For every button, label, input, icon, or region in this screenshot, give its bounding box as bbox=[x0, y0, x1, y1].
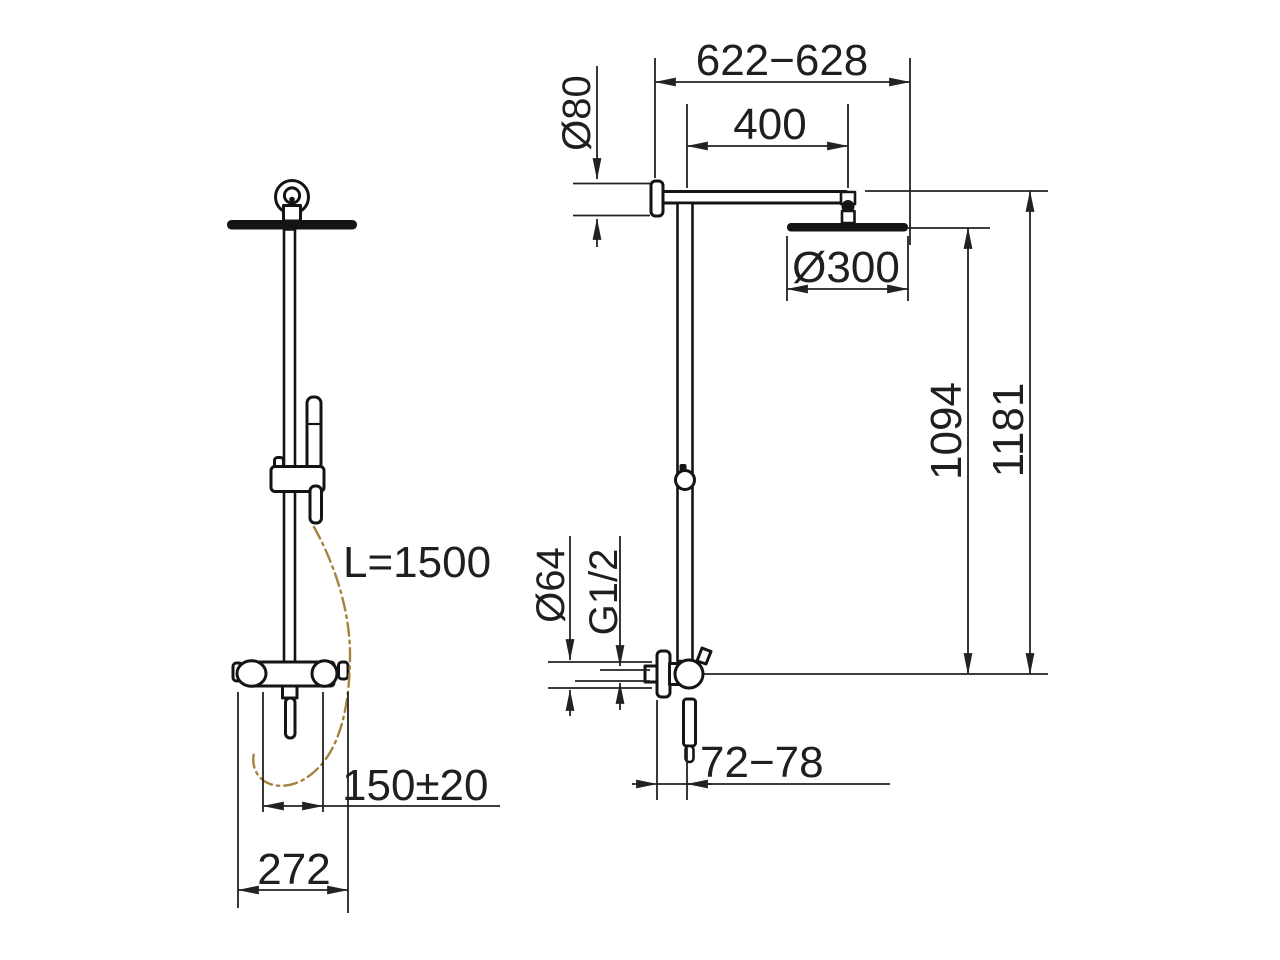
head-stem-side bbox=[840, 209, 856, 225]
hand-shower-hose-curve bbox=[252, 525, 352, 787]
label-wall-flange-diameter: Ø80 bbox=[555, 75, 599, 151]
dim-top-span: 622−628 bbox=[654, 36, 911, 245]
dim-head-diameter: Ø300 bbox=[786, 236, 909, 301]
ball-joint-inner-ring bbox=[282, 186, 302, 205]
label-head-diameter: Ø300 bbox=[792, 243, 900, 292]
hand-shower-handle-front bbox=[308, 484, 323, 525]
shower-head-side bbox=[787, 223, 908, 232]
dim-thread: G1/2 bbox=[575, 536, 650, 710]
dim-wall-offset: 72−78 bbox=[632, 700, 890, 800]
label-supply-spacing: 150±20 bbox=[342, 761, 489, 810]
outlet-connector bbox=[281, 684, 299, 700]
front-view-dimensions: 150±20 272 L=1500 bbox=[237, 538, 500, 913]
label-mixer-width: 272 bbox=[257, 845, 330, 894]
dim-valve-flange-diameter: Ø64 bbox=[529, 536, 652, 716]
mixer-handle-right bbox=[310, 659, 339, 688]
label-valve-flange-diameter: Ø64 bbox=[529, 547, 573, 623]
dim-height-to-arm: 1181 bbox=[865, 190, 1048, 675]
ball-joint-center bbox=[289, 196, 295, 203]
front-view bbox=[227, 179, 357, 787]
shower-head-front bbox=[227, 220, 357, 230]
label-arm-length: 400 bbox=[733, 100, 806, 149]
label-height-to-head: 1094 bbox=[922, 382, 971, 480]
dim-wall-flange-diameter: Ø80 bbox=[555, 66, 650, 247]
side-view bbox=[643, 179, 1048, 764]
mixer-handle-left bbox=[235, 659, 268, 688]
hand-shower-side bbox=[682, 697, 697, 748]
riser-rail-front bbox=[282, 228, 297, 668]
dim-arm-length: 400 bbox=[686, 100, 849, 188]
riser-pipe-side bbox=[676, 201, 694, 663]
outlet-spout bbox=[284, 696, 297, 740]
label-top-span: 622−628 bbox=[696, 36, 869, 85]
valve-ball-side bbox=[673, 658, 705, 690]
dim-supply-spacing: 150±20 bbox=[262, 761, 500, 811]
shower-arm-side bbox=[660, 190, 848, 205]
head-connector-front bbox=[282, 204, 302, 223]
label-wall-offset: 72−78 bbox=[700, 738, 824, 787]
hand-shower-head-front bbox=[305, 395, 323, 472]
valve-lever-side bbox=[695, 646, 713, 666]
dim-mixer-width: 272 bbox=[237, 845, 349, 895]
dim-height-to-head: 1094 bbox=[908, 227, 990, 675]
label-height-to-arm: 1181 bbox=[984, 383, 1033, 478]
side-view-dimensions: 622−628 400 Ø80 Ø300 1094 bbox=[529, 36, 1048, 800]
mixer-tab-right bbox=[337, 660, 350, 681]
label-thread: G1/2 bbox=[582, 549, 626, 636]
riser-union bbox=[674, 469, 696, 491]
slider-bracket bbox=[269, 465, 326, 493]
wall-flange-side bbox=[649, 179, 665, 218]
label-hose-length: L=1500 bbox=[343, 538, 491, 587]
